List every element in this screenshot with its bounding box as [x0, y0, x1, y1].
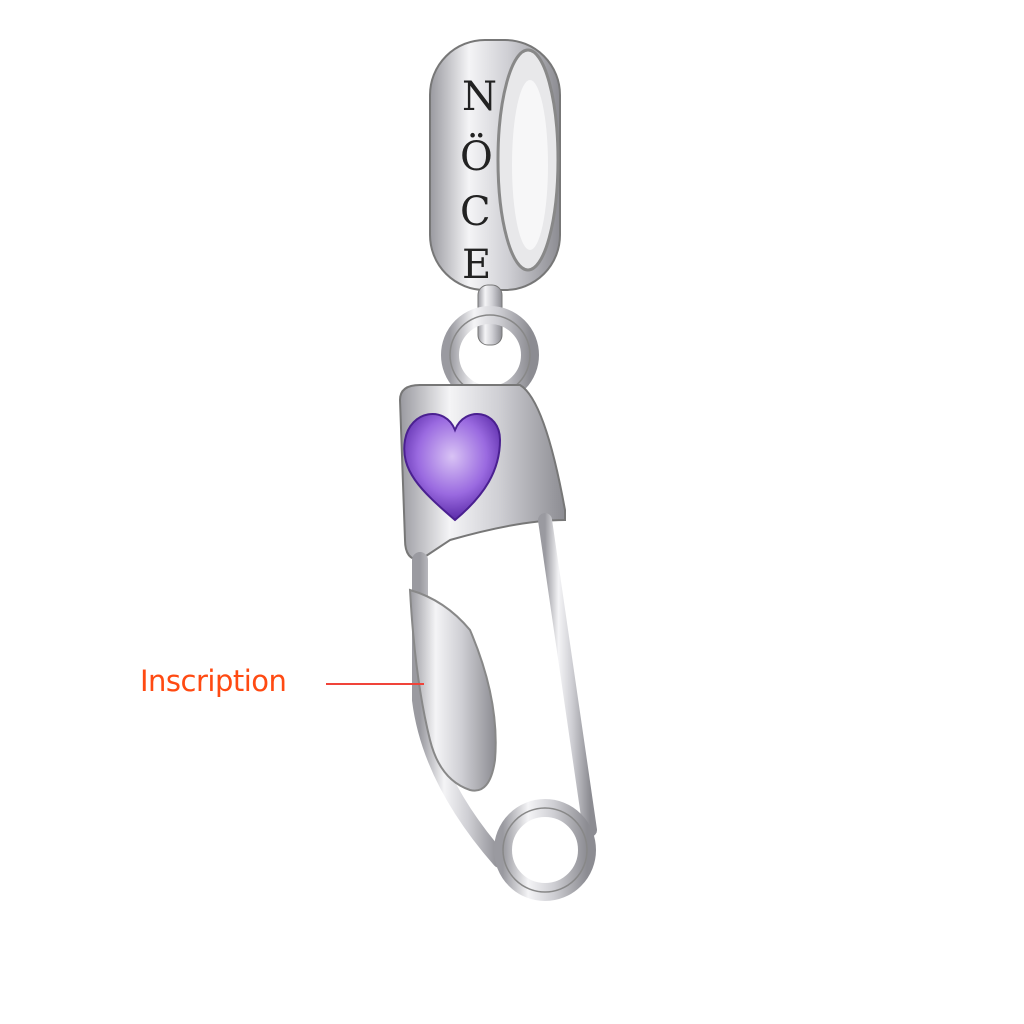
- bead-letter: Ö: [460, 133, 493, 180]
- pin-coil: [494, 799, 596, 901]
- bead: N Ö C E: [429, 39, 561, 291]
- inscription-leader-line: [326, 683, 424, 685]
- pin-shaft: [412, 552, 508, 868]
- inscription-label: Inscription: [140, 664, 287, 698]
- pin-wire: [538, 513, 597, 837]
- heart-gem: [403, 413, 502, 522]
- bead-letter: C: [460, 189, 491, 235]
- jump-ring: [441, 284, 539, 404]
- bead-letter: N: [462, 74, 497, 120]
- bead-letter: E: [462, 242, 491, 288]
- inscription-nameplate: [408, 588, 497, 792]
